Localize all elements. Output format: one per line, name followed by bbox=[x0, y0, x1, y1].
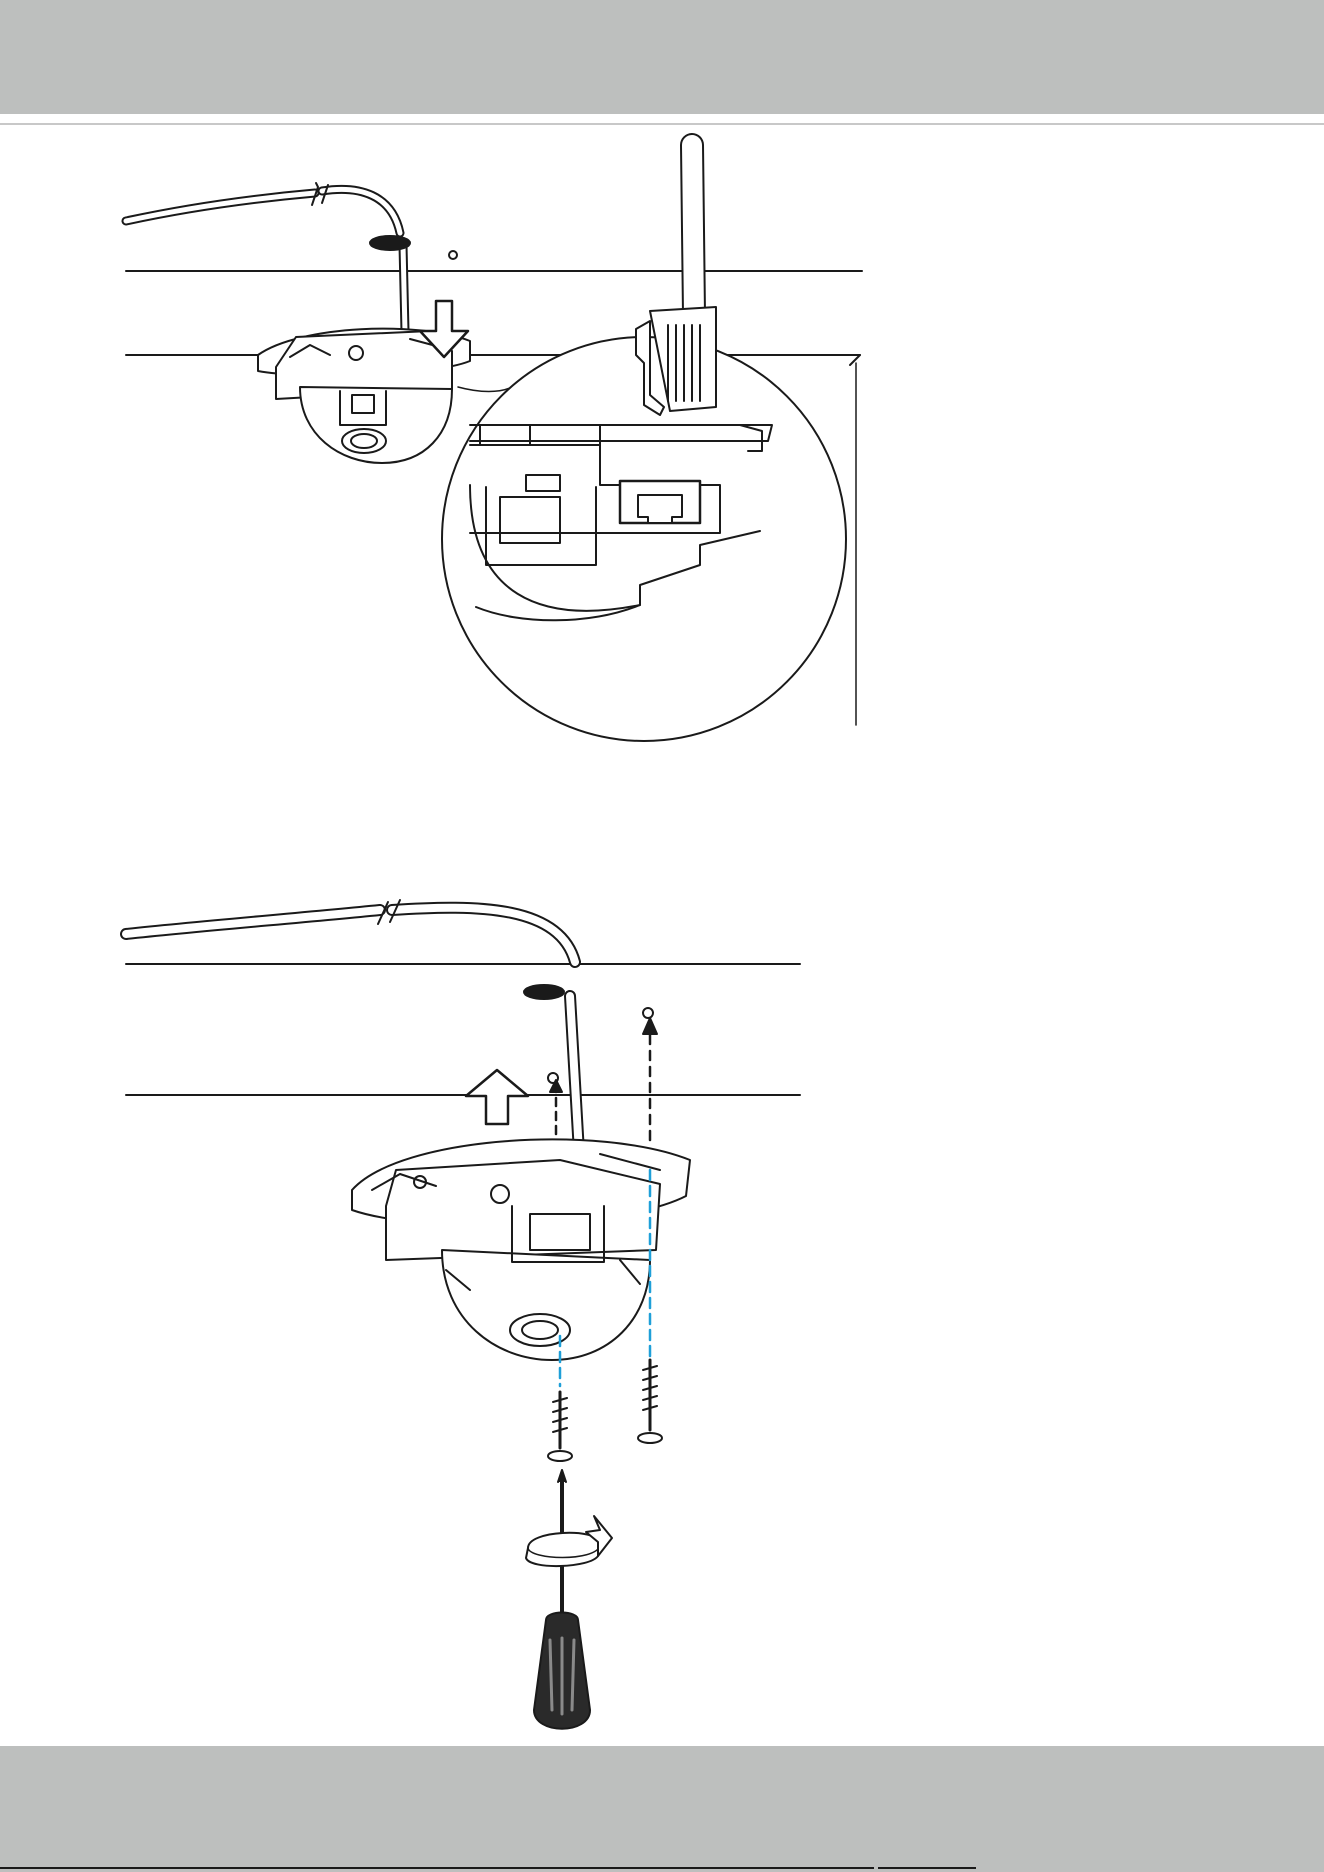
rj45-plug bbox=[636, 145, 716, 415]
dome-camera bbox=[352, 1139, 690, 1360]
screw bbox=[548, 1392, 572, 1461]
footer-rule bbox=[878, 1867, 976, 1869]
screwdriver bbox=[534, 1470, 590, 1729]
cable-hole bbox=[524, 985, 564, 999]
lift-up-arrow bbox=[466, 1070, 528, 1124]
screw bbox=[638, 1360, 662, 1443]
footer-band bbox=[0, 1746, 1324, 1872]
figure-fix-to-ceiling bbox=[0, 830, 880, 1746]
rotate-arrow bbox=[526, 1516, 612, 1566]
screw-hole bbox=[449, 251, 457, 259]
dashed-guide-head bbox=[643, 1018, 657, 1034]
figure-connect-ethernet bbox=[0, 125, 880, 795]
dashed-guide-head bbox=[550, 1080, 562, 1092]
ceiling-panel bbox=[126, 964, 800, 1095]
screw-hole bbox=[643, 1008, 653, 1018]
header-band bbox=[0, 0, 1324, 114]
cable-hole bbox=[370, 236, 410, 250]
callout-leader bbox=[458, 387, 512, 392]
footer-rule bbox=[0, 1867, 874, 1869]
